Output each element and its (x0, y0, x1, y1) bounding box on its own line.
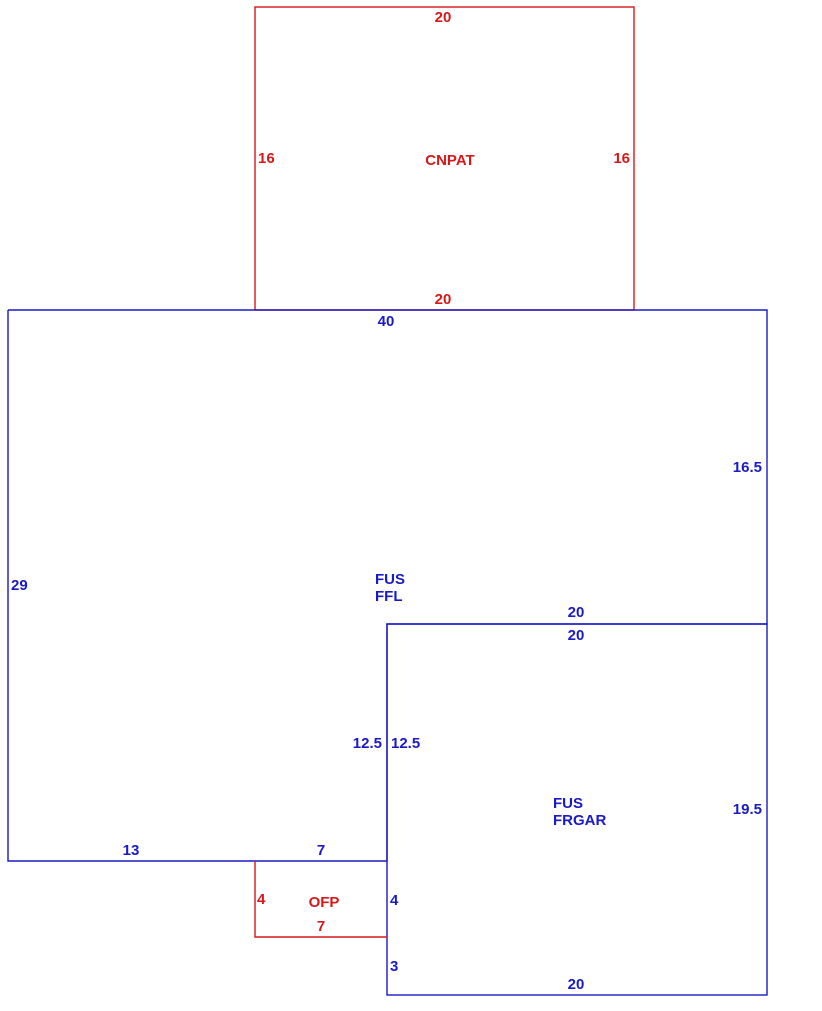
cnpat-label: CNPAT (425, 152, 474, 169)
cnpat-dim-bottom: 20 (435, 291, 452, 308)
garage-area: FUS FRGAR 20 12.5 19.5 4 3 20 (386, 623, 768, 996)
house-dim-inner: 12.5 (353, 735, 382, 752)
cnpat-dim-right: 16 (613, 150, 630, 167)
garage-dim-right: 19.5 (733, 801, 762, 818)
garage-dim-left-lower: 3 (390, 958, 398, 975)
house-dim-bottom-mid: 7 (317, 842, 325, 859)
garage-outline (386, 623, 768, 996)
house-dim-right: 16.5 (733, 459, 762, 476)
ofp-dim-bottom: 7 (317, 918, 325, 935)
house-label-line1: FUS (375, 571, 405, 588)
garage-dim-left-upper: 12.5 (391, 735, 420, 752)
ofp-area: OFP 4 7 (254, 861, 387, 938)
garage-dim-left-mid: 4 (390, 892, 399, 909)
ofp-outline (254, 861, 387, 938)
house-dim-step: 20 (568, 604, 585, 621)
cnpat-area: CNPAT 20 16 16 20 (254, 6, 635, 311)
cnpat-dim-left: 16 (258, 150, 275, 167)
cnpat-dim-top: 20 (435, 9, 452, 26)
garage-dim-bottom: 20 (568, 976, 585, 993)
house-dim-left: 29 (11, 577, 28, 594)
ofp-label: OFP (309, 894, 340, 911)
garage-dim-top: 20 (568, 627, 585, 644)
house-label-line2: FFL (375, 588, 403, 605)
garage-label-line1: FUS (553, 795, 583, 812)
ofp-dim-left: 4 (257, 891, 266, 908)
house-dim-bottom-left: 13 (123, 842, 140, 859)
house-dim-top: 40 (378, 313, 395, 330)
garage-label-line2: FRGAR (553, 812, 606, 829)
